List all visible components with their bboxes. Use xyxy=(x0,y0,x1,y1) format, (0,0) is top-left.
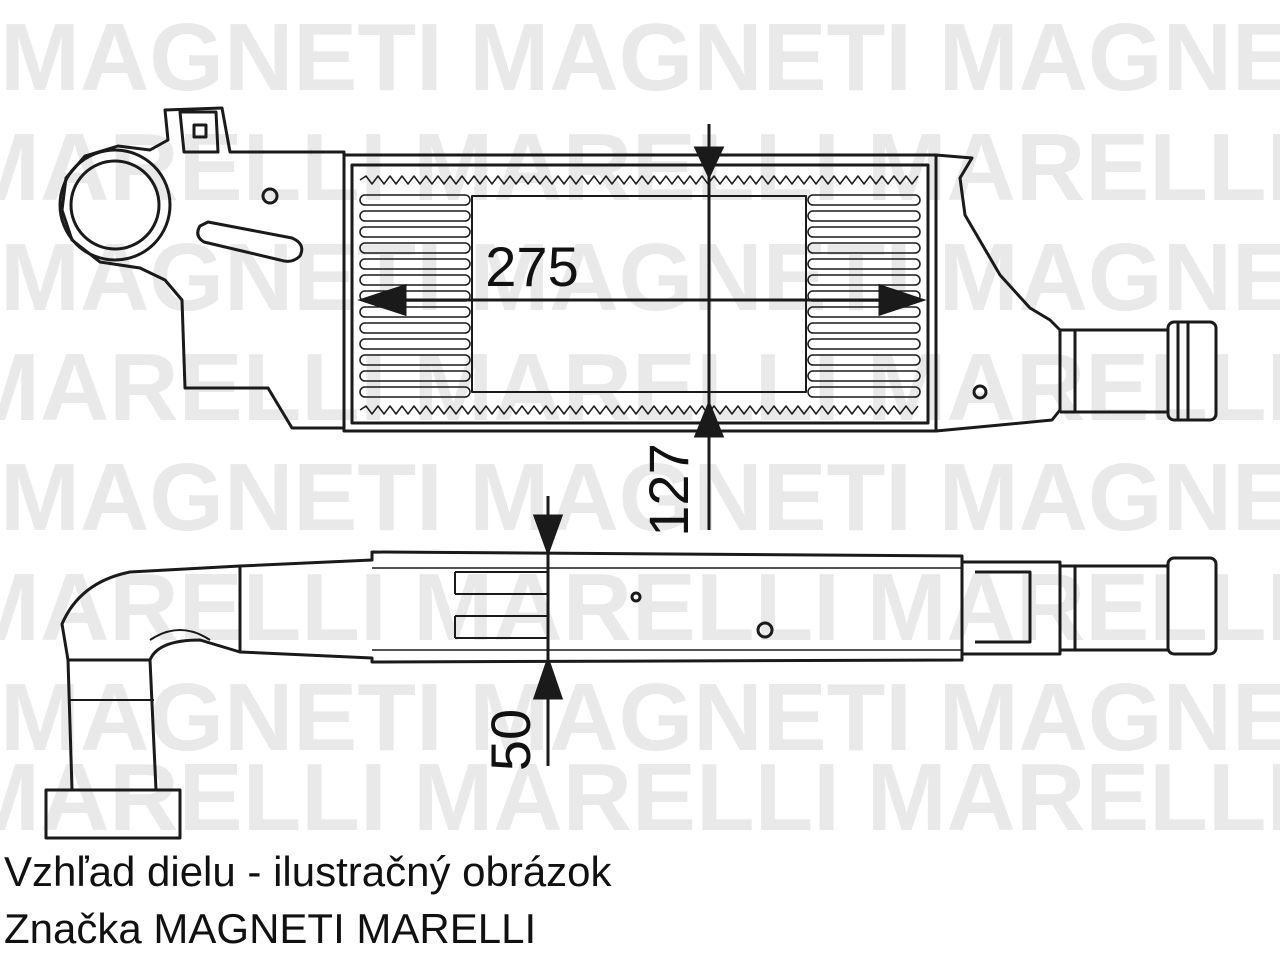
fin-row xyxy=(359,405,919,415)
core-tube xyxy=(807,258,921,270)
dim-depth-arrow-top xyxy=(532,514,564,557)
side-down-pipe xyxy=(66,659,158,791)
core-tube xyxy=(359,194,471,206)
dim-height-arrow-top xyxy=(693,146,725,180)
core-tube xyxy=(807,226,921,238)
side-elbow xyxy=(60,564,241,662)
bracket-hole xyxy=(192,123,208,139)
core-tube xyxy=(359,242,471,254)
dim-depth-label: 50 xyxy=(479,709,542,771)
dim-height-label: 127 xyxy=(637,443,700,536)
dim-width-label: 275 xyxy=(485,235,578,298)
dim-height-arrow-bottom xyxy=(693,400,725,438)
core-tube xyxy=(359,274,471,286)
core-tube xyxy=(359,226,471,238)
outlet-pipe-end xyxy=(1166,320,1218,422)
core-tube xyxy=(807,210,921,222)
side-down-pipe-end xyxy=(44,788,182,840)
right-tank-outline xyxy=(934,153,1062,433)
intercooler-side-view xyxy=(44,550,1218,840)
side-outlet-pipe xyxy=(1060,564,1168,652)
side-right-end xyxy=(962,560,1062,656)
side-body xyxy=(238,550,964,664)
tank-slot xyxy=(196,220,304,263)
intercooler-top-view xyxy=(58,106,1218,433)
dim-width-arrow-left xyxy=(357,283,407,317)
core-tube xyxy=(807,306,921,318)
side-elbow-inner xyxy=(149,629,211,641)
fin-row xyxy=(359,175,919,185)
side-bolt xyxy=(756,621,774,639)
core-tube xyxy=(359,370,471,382)
core-tube xyxy=(807,194,921,206)
core-tube xyxy=(359,338,471,350)
dim-width-arrow-right xyxy=(878,283,927,317)
core-tube xyxy=(807,338,921,350)
watermark-row: MARELLI MARELLI MARELLI MARELLI MARELLI … xyxy=(0,114,1280,221)
side-hole-1 xyxy=(630,591,642,603)
core-tube xyxy=(807,322,921,334)
core-tube xyxy=(807,354,921,366)
caption-illustration-note: Vzhľad dielu - ilustračný obrázok xyxy=(4,848,612,895)
core-fins xyxy=(359,175,921,415)
dimension-lines xyxy=(357,124,927,766)
watermark-row: MAGNETI MAGNETI MAGNETI MAGNETI MAGNETI … xyxy=(0,4,1280,111)
core-inner-frame xyxy=(350,163,930,425)
core-tube xyxy=(359,258,471,270)
inlet-ring-inner xyxy=(69,159,161,251)
watermark-row: MAGNETI MAGNETI MAGNETI MAGNETI MAGNETI … xyxy=(0,664,1280,771)
tank-bolt xyxy=(261,187,279,205)
mounting-bracket xyxy=(178,110,220,154)
core-tube xyxy=(807,242,921,254)
side-tabs xyxy=(454,571,548,639)
watermark-row: MAGNETI MAGNETI MAGNETI MAGNETI MAGNETI … xyxy=(0,224,1280,331)
core-tube xyxy=(807,274,921,286)
core-window xyxy=(471,195,807,393)
watermark-row: MARELLI MARELLI MARELLI MARELLI MARELLI … xyxy=(0,744,1280,851)
dim-depth-arrow-bottom xyxy=(532,655,564,700)
side-outlet-end xyxy=(1166,556,1218,656)
right-tank-bolt xyxy=(972,384,988,400)
inlet-ring-outer xyxy=(58,148,172,262)
caption-brand: Značka MAGNETI MARELLI xyxy=(4,905,537,952)
core-tube xyxy=(359,322,471,334)
watermark: MAGNETI MAGNETI MAGNETI MAGNETI MAGNETI … xyxy=(0,4,1280,851)
core-tube xyxy=(807,386,921,398)
core-tube xyxy=(359,210,471,222)
core-tube xyxy=(359,386,471,398)
watermark-row: MAGNETI MAGNETI MAGNETI MAGNETI MAGNETI … xyxy=(0,444,1280,551)
core-tube xyxy=(359,306,471,318)
core-tube xyxy=(807,370,921,382)
core-tube xyxy=(359,354,471,366)
